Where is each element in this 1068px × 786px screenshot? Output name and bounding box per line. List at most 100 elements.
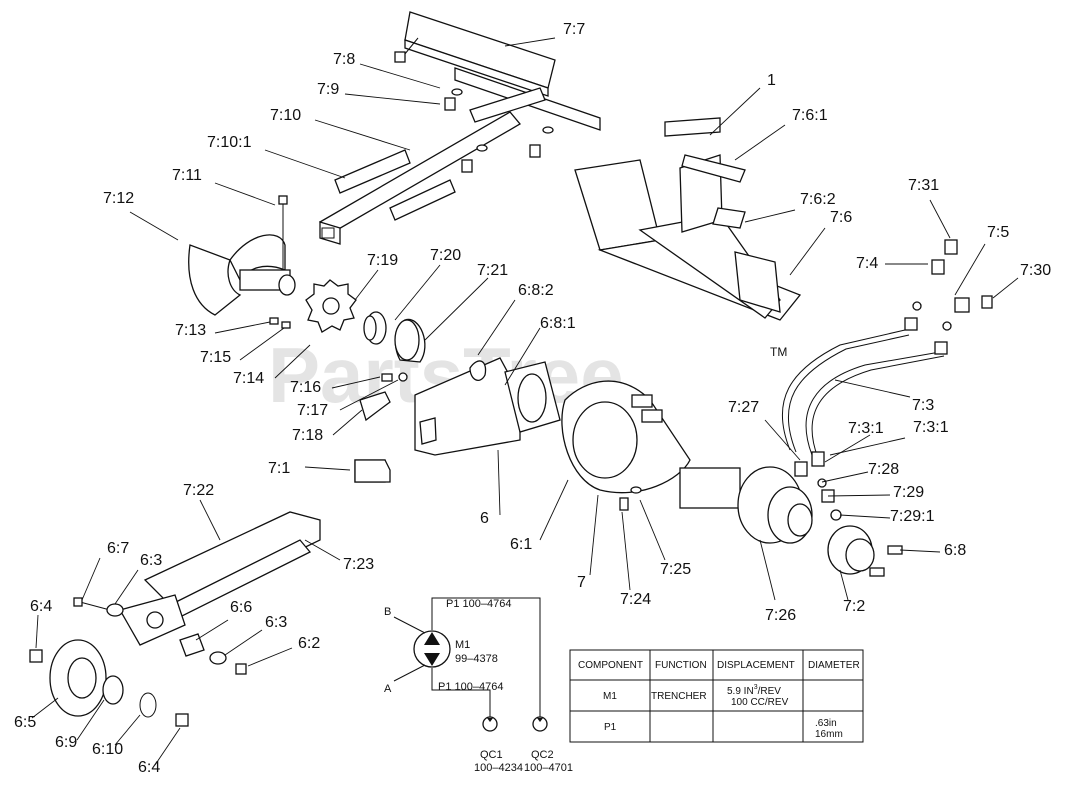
cell-m1-displacement-line2: 100 CC/REV	[731, 697, 789, 708]
callout-leader	[639, 499, 666, 561]
bushing-7-20	[363, 311, 387, 345]
callout-label: 7:1	[268, 460, 290, 477]
callout-leader	[359, 63, 441, 89]
callout-label: 7:16	[290, 379, 321, 396]
callout-leader	[497, 449, 501, 516]
callout-label: 7:12	[103, 190, 134, 207]
table-header-component: COMPONENT	[578, 660, 643, 671]
cell-p1-diameter-line1: .63in	[815, 718, 837, 729]
washer-6-3-left	[106, 603, 124, 617]
decal-7-6-1	[681, 154, 746, 183]
callout-leader	[31, 697, 59, 719]
callout-leader	[314, 119, 411, 151]
qc2-id: QC2	[531, 749, 554, 761]
bearing-7-21	[394, 318, 426, 363]
callout-leader	[304, 539, 341, 561]
callout-label: 7:18	[292, 427, 323, 444]
idler-wheel-6-5	[49, 639, 107, 717]
callout-label: 7	[577, 574, 586, 591]
shear-pin-6-8-2	[469, 360, 487, 381]
callout-leader	[214, 321, 271, 334]
callout-leader	[354, 269, 379, 301]
callout-leader	[344, 93, 441, 105]
block-6-6	[179, 633, 205, 657]
flange-6-8-1	[504, 361, 561, 433]
callout-leader	[264, 149, 346, 179]
mount-plate-7-7	[404, 11, 556, 97]
callout-leader	[114, 714, 141, 746]
callout-label: 7:9	[317, 81, 339, 98]
callout-leader	[759, 539, 776, 601]
callout-label: 6	[480, 510, 489, 527]
callout-leader	[247, 647, 293, 667]
callout-label: 6:8	[944, 542, 966, 559]
drive-housing-7-23	[561, 380, 691, 494]
qc1-part: 100–4234	[474, 762, 523, 774]
callout-label: 7:25	[660, 561, 691, 578]
bolts-7-1	[869, 545, 903, 577]
bolt-7-24-7-25	[619, 486, 642, 511]
table-header-displacement: DISPLACEMENT	[717, 660, 795, 671]
callout-leader	[992, 277, 1019, 299]
auger-7-12	[188, 234, 296, 316]
callout-label: 7:14	[233, 370, 264, 387]
callout-label: 7:13	[175, 322, 206, 339]
port-b-label: B	[384, 606, 391, 618]
table-header-function: FUNCTION	[655, 660, 707, 671]
callout-leader	[394, 264, 441, 321]
callout-leader	[764, 419, 801, 461]
snap-ring-6-10	[139, 692, 157, 718]
callout-label: 7:29:1	[890, 508, 935, 525]
port-a-label: A	[384, 683, 392, 695]
callout-leader	[839, 569, 849, 601]
boom-6	[119, 511, 321, 646]
screws-7-13-7-15	[269, 317, 291, 329]
upper-frame-arm	[319, 67, 601, 245]
motor-part: 99–4378	[455, 653, 498, 665]
callout-label: 6:8:1	[540, 315, 576, 332]
callout-leader	[834, 379, 911, 398]
callout-label: 6:3	[140, 552, 162, 569]
callout-label: 7:2	[843, 598, 865, 615]
callout-label: 6:4	[30, 598, 52, 615]
callout-label: 7:27	[728, 399, 759, 416]
callout-leader	[539, 479, 569, 541]
callout-label: 6:3	[265, 614, 287, 631]
motor-7-26	[679, 466, 813, 544]
callout-label: 6:8:2	[518, 282, 554, 299]
callout-label: 7:23	[343, 556, 374, 573]
callout-leader	[214, 182, 276, 206]
qc2-part: 100–4701	[524, 762, 573, 774]
callout-label: 7:22	[183, 482, 214, 499]
callout-leader	[734, 124, 786, 161]
nut-6-2	[235, 663, 247, 675]
callout-label: 6:4	[138, 759, 160, 776]
callout-leader	[332, 409, 363, 436]
callout-label: 7:5	[987, 224, 1009, 241]
cell-p1-diameter-line2: 16mm	[815, 729, 843, 740]
callout-label: 7:17	[297, 402, 328, 419]
callout-leader	[239, 327, 285, 361]
callout-leader	[929, 199, 951, 239]
hose-7-3	[781, 329, 945, 459]
decal-7-10-1	[389, 179, 456, 221]
hardware-7-16-7-18	[359, 372, 408, 422]
p1-bottom-label: P1 100–4764	[438, 681, 503, 693]
callout-leader	[81, 557, 101, 601]
cell-m1-function: TRENCHER	[651, 691, 707, 702]
callout-label: 7:28	[868, 461, 899, 478]
callout-leader	[621, 511, 631, 591]
callout-label: 7:6:1	[792, 107, 828, 124]
decal-7-10	[334, 149, 411, 194]
gear-7-2	[827, 525, 875, 575]
bolt-7-9	[444, 88, 463, 111]
callout-leader	[829, 437, 906, 456]
sprocket-7-14	[305, 279, 357, 333]
callout-label: 7:30	[1020, 262, 1051, 279]
callout-leader	[744, 209, 796, 223]
cell-p1-component: P1	[604, 722, 617, 733]
cell-m1-displacement-line1: 5.9 IN3/REV	[727, 684, 781, 697]
callout-label: 6:10	[92, 741, 123, 758]
